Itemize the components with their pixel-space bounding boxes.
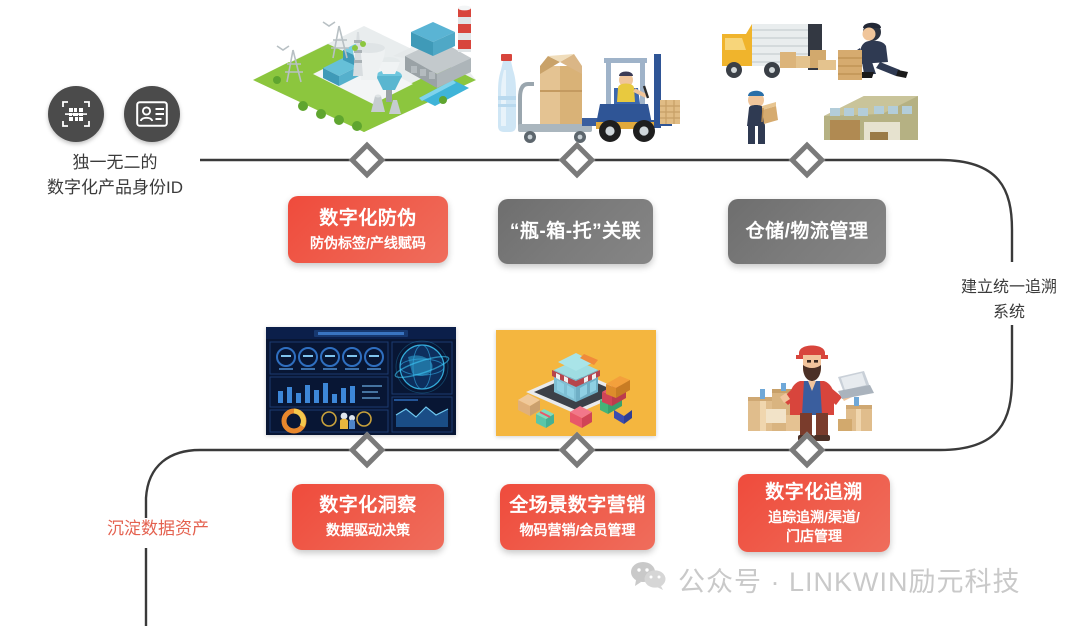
card-bottom-1[interactable]: 数字化洞察 数据驱动决策 <box>292 484 444 550</box>
card-top-1-subtitle: 防伪标签/产线赋码 <box>310 234 426 251</box>
id-card-icon <box>124 86 181 142</box>
card-bottom-2-subtitle: 物码营销/会员管理 <box>519 522 636 538</box>
wire-top-right-upper <box>200 158 1014 262</box>
watermark-text: 公众号 · LINKWIN励元科技 <box>678 567 1021 597</box>
card-top-1[interactable]: 数字化防伪 防伪标签/产线赋码 <box>288 196 448 263</box>
unified-traceability-line2: 系统 <box>990 300 1027 325</box>
watermark: 公众号 · LINKWIN励元科技 <box>630 560 1021 599</box>
data-dashboard-illustration <box>266 327 456 435</box>
wire-bottom-left-curve <box>144 448 201 520</box>
card-top-2-title: “瓶-箱-托”关联 <box>509 220 642 242</box>
unified-traceability-line1: 建立统一追溯 <box>958 275 1059 300</box>
product-id-label-line1: 独一无二的 <box>72 153 158 172</box>
card-top-3-title: 仓储/物流管理 <box>745 220 869 242</box>
bottle-box-forklift-illustration <box>488 40 680 144</box>
card-bottom-2-title: 全场景数字营销 <box>509 495 646 516</box>
truck-warehouse-illustration <box>712 8 922 144</box>
product-id-label-line2: 数字化产品身份ID <box>47 178 183 197</box>
wire-top-right-lower <box>200 318 1014 452</box>
card-bottom-2[interactable]: 全场景数字营销 物码营销/会员管理 <box>500 484 655 550</box>
card-bottom-3-subtitle: 追踪追溯/渠道/ <box>768 508 860 525</box>
courier-laptop-illustration <box>742 335 892 443</box>
retail-store-illustration <box>496 330 656 436</box>
card-top-1-title: 数字化防伪 <box>319 207 417 229</box>
card-bottom-3[interactable]: 数字化追溯 追踪追溯/渠道/ 门店管理 <box>738 474 890 552</box>
card-bottom-1-subtitle: 数据驱动决策 <box>326 522 410 538</box>
wechat-icon <box>630 561 666 598</box>
card-bottom-3-title: 数字化追溯 <box>765 481 863 503</box>
card-bottom-1-title: 数字化洞察 <box>319 495 417 516</box>
qr-scan-icon <box>48 86 104 142</box>
product-id-label: 独一无二的 数字化产品身份ID <box>10 150 220 200</box>
unified-traceability-label: 建立统一追溯 系统 <box>944 275 1074 325</box>
data-asset-label: 沉淀数据资产 <box>78 518 238 540</box>
factory-plant-illustration <box>243 4 486 144</box>
data-asset-label-text: 沉淀数据资产 <box>103 518 213 540</box>
card-top-2[interactable]: “瓶-箱-托”关联 <box>498 199 653 264</box>
product-id-icons <box>48 86 181 142</box>
card-top-3[interactable]: 仓储/物流管理 <box>728 199 886 264</box>
card-bottom-3-subtitle2: 门店管理 <box>786 527 842 544</box>
